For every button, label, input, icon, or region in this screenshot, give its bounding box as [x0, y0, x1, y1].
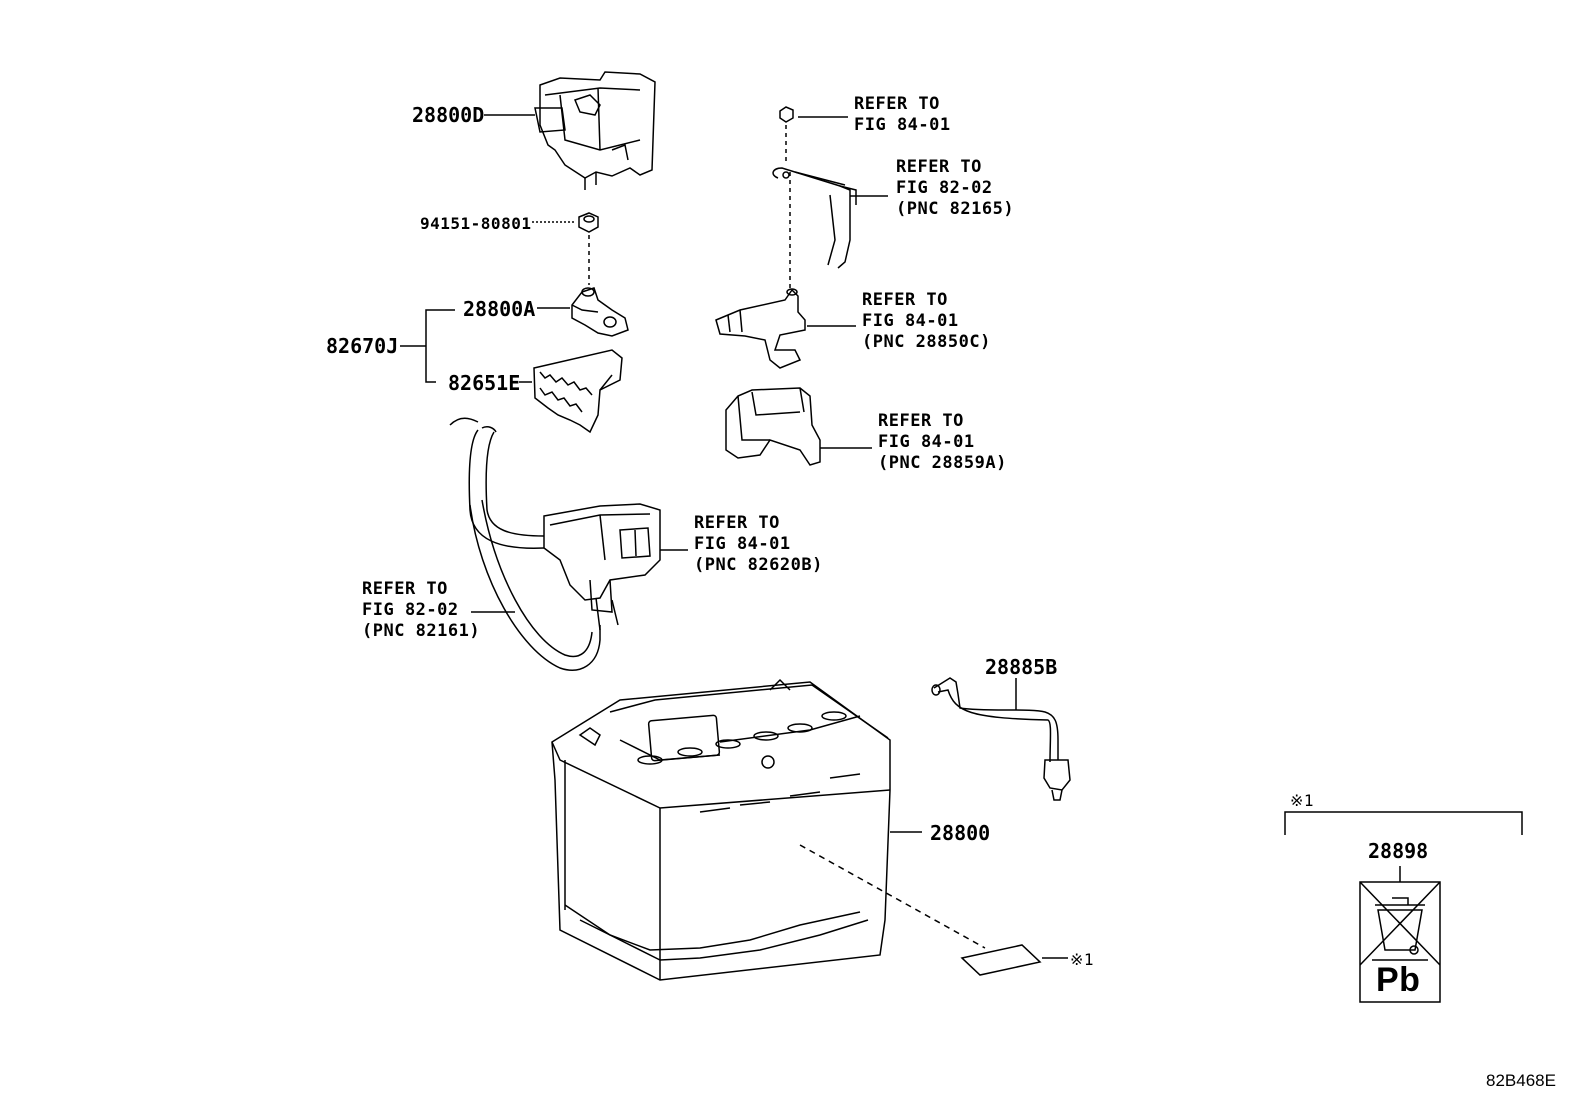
vent-hose-drawing — [932, 678, 1070, 800]
ref-positive-cable-82161: REFER TO FIG 82-02 (PNC 82161) — [362, 579, 481, 641]
positive-cable-drawing — [450, 418, 600, 670]
ref-terminal-82620b: REFER TO FIG 84-01 (PNC 82620B) — [694, 513, 823, 575]
sensor-drawing — [716, 289, 805, 368]
ref-nut-fig-84-01: REFER TO FIG 84-01 — [854, 94, 951, 135]
figure-code: 82B468E — [1486, 1071, 1556, 1090]
part-28885b-label: 28885B — [985, 655, 1058, 679]
holder-82651e-drawing — [534, 350, 622, 432]
clamp-28800a-drawing — [572, 288, 628, 336]
ref-sensor-28850c: REFER TO FIG 84-01 (PNC 28850C) — [862, 290, 991, 352]
cover-28800d-drawing — [535, 72, 655, 190]
cover-28859a-drawing — [726, 388, 820, 465]
ref-cover-28859a: REFER TO FIG 84-01 (PNC 28859A) — [878, 411, 1007, 473]
part-28800d-label: 28800D — [412, 103, 485, 127]
recycling-label-drawing — [1360, 882, 1440, 1002]
part-28898-label: 28898 — [1368, 839, 1429, 863]
ref-negative-cable-82165: REFER TO FIG 82-02 (PNC 82165) — [896, 157, 1015, 219]
part-28800-label: 28800 — [930, 821, 991, 845]
part-28800a-label: 28800A — [463, 297, 536, 321]
terminal-assembly-drawing — [544, 504, 660, 630]
warning-label-drawing — [962, 945, 1040, 975]
note-mark-group: ※1 — [1290, 791, 1315, 810]
pb-text: Pb — [1376, 961, 1421, 999]
part-82670j-label: 82670J — [326, 334, 399, 358]
part-82651e-label: 82651E — [448, 371, 521, 395]
note-group-bracket — [1285, 812, 1522, 835]
battery-drawing — [552, 680, 890, 980]
part-94151-80801-label: 94151-80801 — [420, 214, 532, 233]
nut-drawing — [579, 213, 598, 232]
negative-cable-drawing — [773, 107, 856, 268]
note-mark-label: ※1 — [1070, 950, 1095, 969]
